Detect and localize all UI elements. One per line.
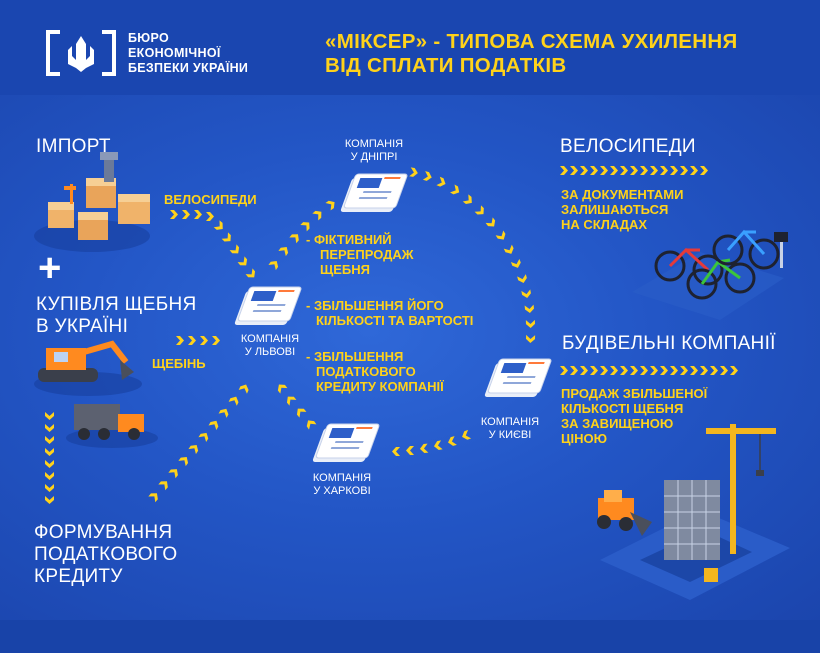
company-kyiv-label: КОМПАНІЯ У КИЄВІ bbox=[466, 416, 554, 442]
arrow-taxcredit-to-lviv bbox=[148, 382, 251, 503]
bikes-title: ВЕЛОСИПЕДИ bbox=[560, 136, 696, 157]
company-kharkiv-line-2: У ХАРКОВІ bbox=[313, 485, 371, 497]
company-kharkiv-line-1: КОМПАНІЯ bbox=[312, 472, 372, 484]
page-title: «МІКСЕР» - ТИПОВА СХЕМА УХИЛЕННЯ ВІД СПЛ… bbox=[325, 30, 738, 78]
builders-desc-line-2: КІЛЬКОСТІ ЩЕБНЯ bbox=[561, 401, 684, 416]
bikes-desc-line-1: ЗА ДОКУМЕНТАМИ bbox=[561, 187, 684, 202]
chevrons-builders bbox=[560, 366, 738, 375]
tax-credit-line-2: ПОДАТКОВОГО bbox=[34, 544, 178, 565]
company-lviv-label: КОМПАНІЯ У ЛЬВОВІ bbox=[226, 333, 314, 359]
beb-logo-icon bbox=[46, 30, 116, 76]
document-icon-kharkiv bbox=[310, 423, 381, 463]
header-bar bbox=[0, 0, 820, 95]
warehouse-boxes-illustration bbox=[34, 152, 150, 252]
arrow-import-to-lviv bbox=[170, 210, 258, 281]
builders-desc-line-4: ЦІНОЮ bbox=[561, 431, 608, 446]
company-dnipro-line-2: У ДНІПРІ bbox=[350, 151, 398, 163]
org-line-2: ЕКОНОМІЧНОЇ bbox=[128, 46, 221, 60]
company-kyiv-line-2: У КИЄВІ bbox=[488, 429, 532, 441]
document-icon-kyiv bbox=[482, 358, 553, 398]
note-increase-amount: - ЗБІЛЬШЕННЯ ЙОГО КІЛЬКОСТІ ТА ВАРТОСТІ bbox=[306, 298, 473, 328]
note-fictitious-resale: - ФІКТИВНИЙ ПЕРЕПРОДАЖ ЩЕБНЯ bbox=[306, 232, 414, 277]
company-lviv-line-2: У ЛЬВОВІ bbox=[244, 346, 296, 358]
arrow-down-tax-credit bbox=[45, 412, 54, 504]
document-icon-lviv bbox=[232, 286, 303, 326]
company-lviv-line-1: КОМПАНІЯ bbox=[240, 333, 300, 345]
note2-line-2: КІЛЬКОСТІ ТА ВАРТОСТІ bbox=[316, 313, 474, 328]
gravel-purchase-label: КУПІВЛЯ ЩЕБНЯ В УКРАЇНІ bbox=[36, 294, 197, 338]
bicycles-illustration bbox=[632, 229, 788, 320]
bikes-description: ЗА ДОКУМЕНТАМИ ЗАЛИШАЮТЬСЯ НА СКЛАДАХ bbox=[561, 187, 683, 232]
construction-site-illustration bbox=[597, 424, 790, 600]
plus-sign: + bbox=[38, 246, 62, 290]
bikes-desc-line-3: НА СКЛАДАХ bbox=[561, 217, 648, 232]
note3-line-1: - ЗБІЛЬШЕННЯ bbox=[306, 349, 404, 364]
builders-title: БУДІВЕЛЬНІ КОМПАНІЇ bbox=[562, 333, 776, 354]
company-kyiv-line-1: КОМПАНІЯ bbox=[480, 416, 540, 428]
builders-description: ПРОДАЖ ЗБІЛЬШЕНОЇ КІЛЬКОСТІ ЩЕБНЯ ЗА ЗАВ… bbox=[561, 386, 707, 446]
excavator-illustration bbox=[34, 340, 142, 396]
bikes-flow-label: ВЕЛОСИПЕДИ bbox=[164, 192, 257, 207]
note3-line-2: ПОДАТКОВОГО bbox=[316, 364, 416, 379]
builders-desc-line-3: ЗА ЗАВИЩЕНОЮ bbox=[561, 416, 674, 431]
tax-credit-line-1: ФОРМУВАННЯ bbox=[34, 522, 173, 543]
title-line-1: «МІКСЕР» - ТИПОВА СХЕМА УХИЛЕННЯ bbox=[325, 30, 738, 53]
note1-line-3: ЩЕБНЯ bbox=[320, 262, 370, 277]
note3-line-3: КРЕДИТУ КОМПАНІЇ bbox=[316, 379, 444, 394]
arrow-kyiv-to-kharkiv bbox=[392, 429, 472, 456]
company-dnipro-label: КОМПАНІЯ У ДНІПРІ bbox=[330, 138, 418, 164]
note1-line-2: ПЕРЕПРОДАЖ bbox=[320, 247, 414, 262]
company-kharkiv-label: КОМПАНІЯ У ХАРКОВІ bbox=[298, 472, 386, 498]
document-icon-dnipro bbox=[338, 173, 409, 213]
company-dnipro-line-1: КОМПАНІЯ bbox=[344, 138, 404, 150]
org-name: БЮРО ЕКОНОМІЧНОЇ БЕЗПЕКИ УКРАЇНИ bbox=[128, 31, 248, 76]
bikes-desc-line-2: ЗАЛИШАЮТЬСЯ bbox=[561, 202, 669, 217]
org-line-1: БЮРО bbox=[128, 31, 169, 45]
gravel-purchase-line-1: КУПІВЛЯ ЩЕБНЯ bbox=[36, 294, 197, 315]
org-line-3: БЕЗПЕКИ УКРАЇНИ bbox=[128, 61, 249, 75]
note2-line-1: - ЗБІЛЬШЕННЯ ЙОГО bbox=[306, 298, 444, 313]
note1-line-1: - ФІКТИВНИЙ bbox=[306, 232, 392, 247]
builders-desc-line-1: ПРОДАЖ ЗБІЛЬШЕНОЇ bbox=[561, 386, 708, 401]
dump-truck-illustration bbox=[66, 404, 158, 448]
gravel-purchase-line-2: В УКРАЇНІ bbox=[36, 316, 129, 337]
tax-credit-label: ФОРМУВАННЯ ПОДАТКОВОГО КРЕДИТУ bbox=[34, 522, 177, 588]
title-line-2: ВІД СПЛАТИ ПОДАТКІВ bbox=[325, 54, 567, 77]
note-increase-tax-credit: - ЗБІЛЬШЕННЯ ПОДАТКОВОГО КРЕДИТУ КОМПАНІ… bbox=[306, 349, 444, 394]
gravel-flow-label: ЩЕБІНЬ bbox=[152, 356, 206, 371]
import-label: ІМПОРТ bbox=[36, 136, 111, 157]
footer-bar bbox=[0, 620, 820, 653]
tax-credit-line-3: КРЕДИТУ bbox=[34, 566, 123, 587]
chevrons-bikes bbox=[560, 166, 708, 175]
